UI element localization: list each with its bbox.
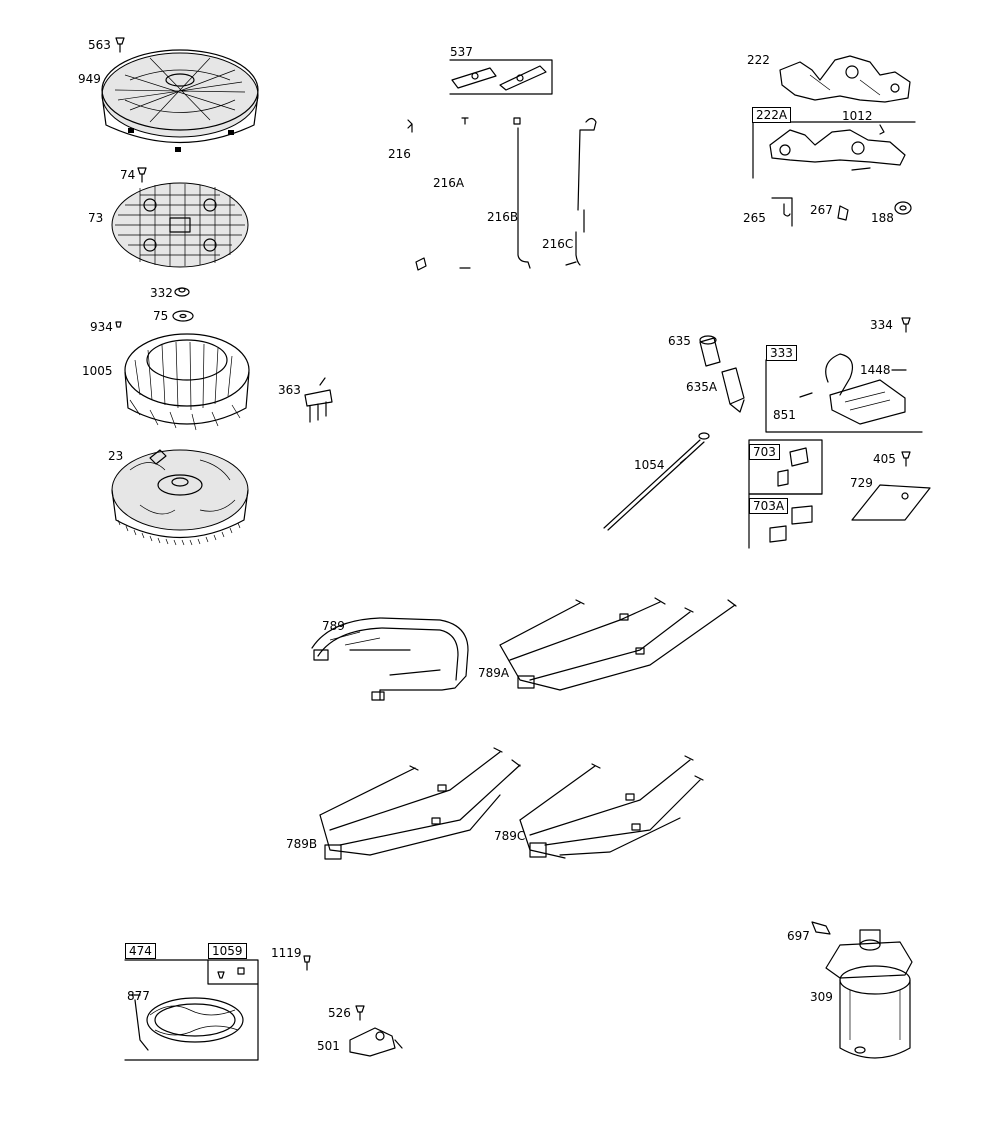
label-877: 877: [127, 989, 150, 1003]
label-729: 729: [850, 476, 873, 490]
part-bracket-501: [349, 1027, 403, 1057]
label-216B: 216B: [487, 210, 519, 224]
label-526: 526: [328, 1006, 351, 1020]
part-screw-526: [355, 1005, 365, 1021]
label-332: 332: [150, 286, 173, 300]
part-bracket-729: [851, 484, 931, 521]
part-bolt-697: [811, 921, 831, 935]
label-1054: 1054: [634, 458, 665, 472]
label-75: 75: [153, 309, 169, 323]
part-harness-789A: [499, 597, 737, 691]
label-216C: 216C: [542, 237, 574, 251]
label-635A: 635A: [686, 380, 718, 394]
label-222: 222: [747, 53, 770, 67]
label-537: 537: [450, 45, 473, 59]
part-bracket-222: [779, 55, 911, 103]
part-screw-405: [901, 451, 911, 467]
part-box-537: [449, 59, 553, 95]
label-1005: 1005: [82, 364, 113, 378]
label-222A: 222A: [752, 107, 792, 123]
part-box-333: [765, 353, 923, 433]
label-333: 333: [766, 345, 797, 361]
part-bolt-74: [137, 167, 147, 183]
label-1119: 1119: [271, 946, 302, 960]
part-harness-789: [311, 617, 469, 701]
part-plug-188: [894, 201, 912, 215]
label-309: 309: [810, 990, 833, 1004]
label-265: 265: [743, 211, 766, 225]
part-screw-334: [901, 317, 911, 333]
label-501: 501: [317, 1039, 340, 1053]
part-screw-563: [115, 37, 125, 53]
label-789A: 789A: [478, 666, 510, 680]
label-216: 216: [388, 147, 411, 161]
part-nut-332: [174, 287, 190, 297]
label-789B: 789B: [286, 837, 318, 851]
part-screw-267: [837, 205, 849, 221]
part-boot-635A: [721, 367, 745, 413]
part-harness-789B: [319, 747, 521, 860]
label-216A: 216A: [433, 176, 465, 190]
part-box-222A: [752, 121, 916, 179]
label-74: 74: [120, 168, 136, 182]
label-949: 949: [78, 72, 101, 86]
part-washer-75: [172, 310, 194, 322]
part-harness-789C: [519, 755, 704, 859]
part-box-474: [124, 959, 259, 1061]
label-703: 703: [749, 444, 780, 460]
label-334: 334: [870, 318, 893, 332]
label-73: 73: [88, 211, 104, 225]
label-934: 934: [90, 320, 113, 334]
label-789: 789: [322, 619, 345, 633]
label-1059: 1059: [208, 943, 247, 959]
label-23: 23: [108, 449, 124, 463]
part-screen-73: [111, 182, 249, 268]
part-clip-265: [771, 197, 793, 227]
label-635: 635: [668, 334, 691, 348]
part-dipstick-1054: [603, 432, 710, 531]
label-474: 474: [125, 943, 156, 959]
label-703A: 703A: [749, 498, 789, 514]
part-flywheel-23: [111, 449, 249, 546]
part-wires-216: [407, 117, 597, 271]
part-fan-cover-949: [101, 49, 259, 152]
part-flywheel-fan-1005: [124, 333, 250, 431]
label-1012: 1012: [842, 109, 873, 123]
label-267: 267: [810, 203, 833, 217]
label-851: 851: [773, 408, 796, 422]
part-boot-635: [699, 335, 721, 367]
part-clutch-363: [304, 377, 333, 423]
label-697: 697: [787, 929, 810, 943]
label-1448: 1448: [860, 363, 891, 377]
part-key-934: [115, 321, 122, 328]
part-screw-1119: [303, 955, 311, 971]
label-363: 363: [278, 383, 301, 397]
label-563: 563: [88, 38, 111, 52]
label-405: 405: [873, 452, 896, 466]
label-789C: 789C: [494, 829, 526, 843]
label-188: 188: [871, 211, 894, 225]
part-starter-motor-309: [825, 929, 913, 1059]
